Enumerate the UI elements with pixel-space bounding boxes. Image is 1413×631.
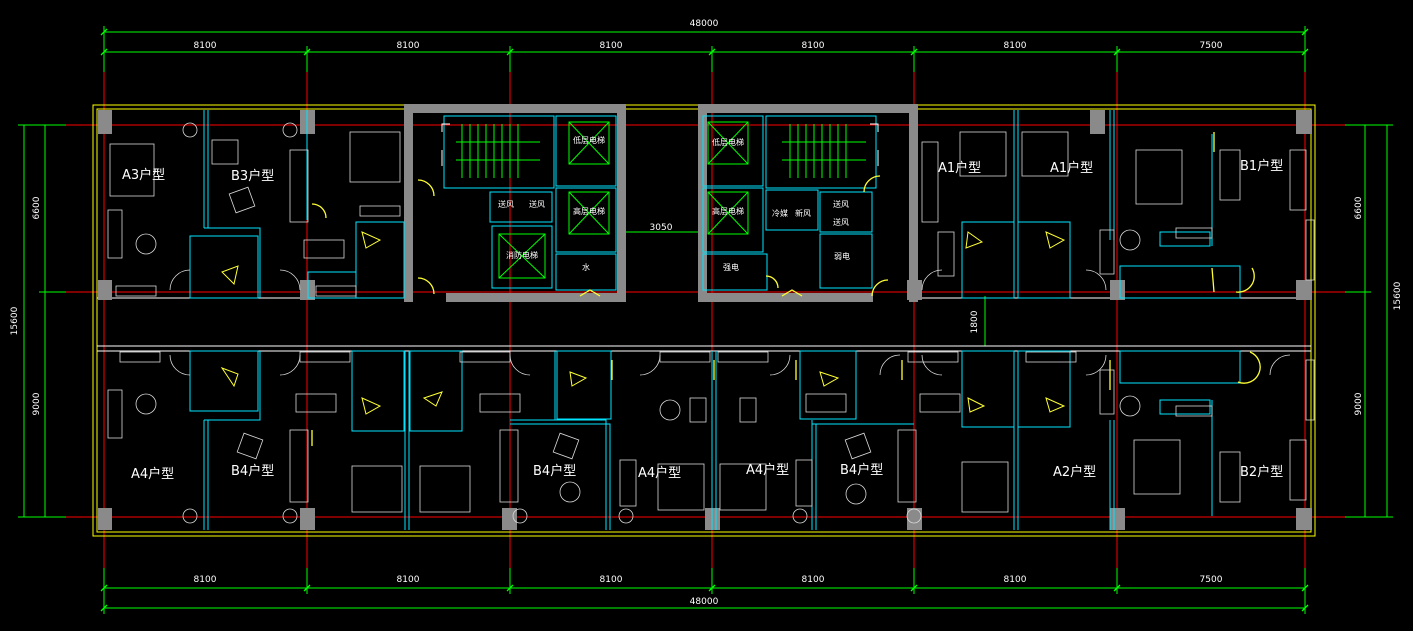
dim-top-bay-3: 8100 xyxy=(600,41,623,51)
dim-bottom-bay-1: 8100 xyxy=(194,575,217,585)
stairs xyxy=(456,124,866,178)
dim-top-total: 48000 xyxy=(690,19,719,29)
core-left-supply-air: 送风 xyxy=(498,199,514,209)
dim-bottom-bay-5: 8100 xyxy=(1004,575,1027,585)
core-left-low-elevator: 低层电梯 xyxy=(573,135,605,145)
unit-label-south-3: B4户型 xyxy=(533,463,576,479)
unit-label-south-2: B4户型 xyxy=(231,463,274,479)
core-right-high-elevator: 高层电梯 xyxy=(712,206,744,216)
core-left-fire-elevator: 消防电梯 xyxy=(506,250,538,260)
core-left-supply-air-2: 送风 xyxy=(529,199,545,209)
unit-label-north-4: A1户型 xyxy=(1050,160,1093,176)
dim-bottom-bay-6: 7500 xyxy=(1200,575,1223,585)
dim-left-south: 9000 xyxy=(32,392,42,415)
bathroom-fixtures xyxy=(220,231,1066,415)
dim-bottom-bay-3: 8100 xyxy=(600,575,623,585)
core-right-fresh-air: 新风 xyxy=(795,208,811,218)
dim-right-total: 15600 xyxy=(1393,281,1403,310)
furniture xyxy=(107,122,1315,524)
dim-top-bay-6: 7500 xyxy=(1200,41,1223,51)
core-partitions xyxy=(443,115,877,291)
dim-bottom-total: 48000 xyxy=(690,597,719,607)
core-right-weak-elec: 弱电 xyxy=(834,251,850,261)
dimension-ticks xyxy=(100,28,1309,612)
dim-right-north: 6600 xyxy=(1354,196,1364,219)
unit-label-north-1: A3户型 xyxy=(122,167,165,183)
core-right-strong-elec: 强电 xyxy=(723,262,739,272)
unit-label-south-7: A2户型 xyxy=(1053,464,1096,480)
dimension-lines xyxy=(18,26,1393,614)
dim-right-south: 9000 xyxy=(1354,392,1364,415)
dim-top-bay-1: 8100 xyxy=(194,41,217,51)
dim-top-bay-4: 8100 xyxy=(802,41,825,51)
core-right-supply-air: 送风 xyxy=(833,199,849,209)
dim-left-north: 6600 xyxy=(32,196,42,219)
unit-label-south-6: B4户型 xyxy=(840,462,883,478)
unit-label-south-5: A4户型 xyxy=(746,462,789,478)
dim-bottom-bay-4: 8100 xyxy=(802,575,825,585)
elevator-cars xyxy=(498,121,749,279)
dim-bottom-bay-2: 8100 xyxy=(397,575,420,585)
unit-label-south-1: A4户型 xyxy=(131,466,174,482)
core-right-supply-air-2: 送风 xyxy=(833,217,849,227)
dim-top-bay-2: 8100 xyxy=(397,41,420,51)
dim-core-gap: 3050 xyxy=(650,223,673,233)
unit-label-north-5: B1户型 xyxy=(1240,158,1283,174)
unit-label-south-8: B2户型 xyxy=(1240,464,1283,480)
unit-label-south-4: A4户型 xyxy=(638,465,681,481)
core-left-water: 水 xyxy=(582,262,590,272)
core-right-cooling: 冷媒 xyxy=(772,208,788,218)
dim-left-total: 15600 xyxy=(10,306,20,335)
dim-corridor: 1800 xyxy=(970,310,980,333)
unit-label-north-3: A1户型 xyxy=(938,160,981,176)
dimension-labels: 48000 8100 8100 8100 8100 8100 7500 8100… xyxy=(10,19,1403,607)
core-labels: 低层电梯 高层电梯 消防电梯 送风 送风 水 低层电梯 高层电梯 冷媒 新风 送… xyxy=(498,135,850,272)
stair-arrows xyxy=(441,123,879,166)
core-right-low-elevator: 低层电梯 xyxy=(712,137,744,147)
unit-label-north-2: B3户型 xyxy=(231,168,274,184)
unit-labels: A3户型 B3户型 A1户型 A1户型 B1户型 A4户型 B4户型 B4户型 … xyxy=(122,158,1283,482)
core-left-high-elevator: 高层电梯 xyxy=(573,206,605,216)
doors xyxy=(311,132,1261,446)
dim-top-bay-5: 8100 xyxy=(1004,41,1027,51)
